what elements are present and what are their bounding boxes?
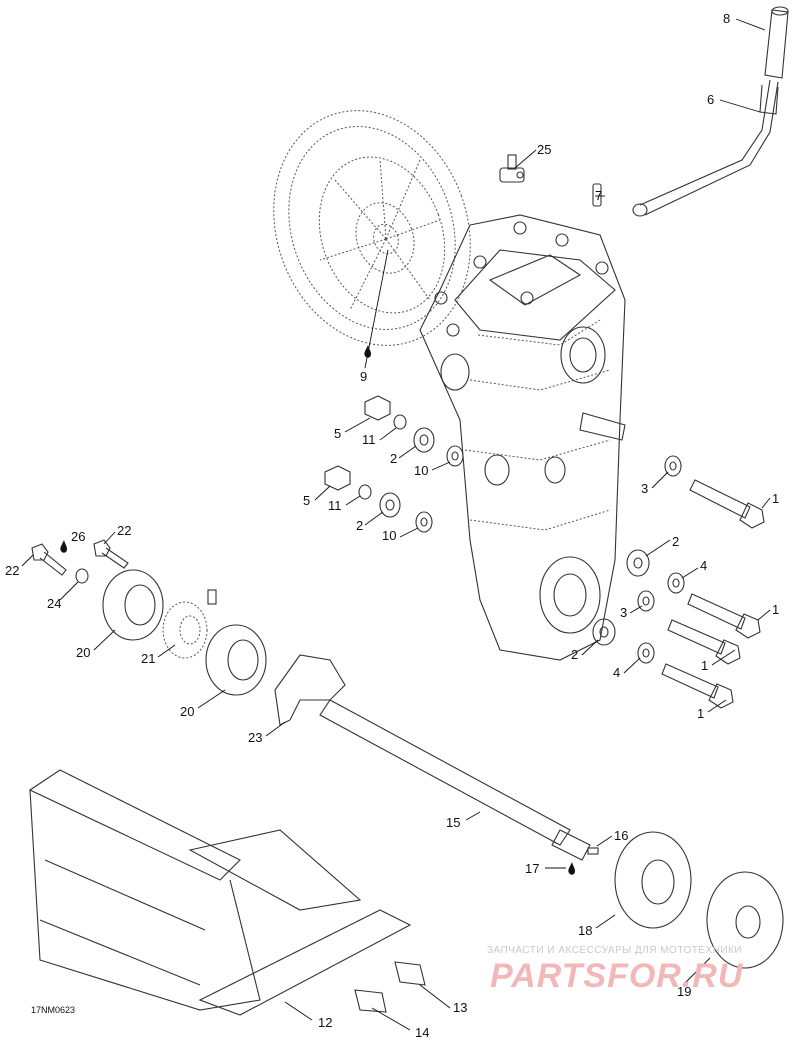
callout-20: 20 xyxy=(76,645,90,660)
chaincase-housing xyxy=(419,214,626,661)
lever-handle xyxy=(764,6,789,79)
callout-3: 3 xyxy=(641,481,648,496)
callout-14: 14 xyxy=(415,1025,429,1040)
callout-labels: 8 6 25 7 9 5 11 2 10 3 1 5 11 2 10 2 4 1… xyxy=(5,11,779,1040)
washer-10-upper xyxy=(446,445,464,467)
callout-11: 11 xyxy=(362,432,376,447)
bolt-22-right xyxy=(93,539,129,569)
callout-2: 2 xyxy=(571,647,578,662)
leader-lines xyxy=(21,18,771,1031)
callout-24: 24 xyxy=(47,596,61,611)
callout-18: 18 xyxy=(578,923,592,938)
grease-fitting xyxy=(207,589,217,605)
bolt-22-left xyxy=(31,543,67,576)
callout-13: 13 xyxy=(453,1000,467,1015)
driven-pulley xyxy=(273,110,471,346)
nut-5-lower xyxy=(324,465,351,491)
washer-2-right-lower xyxy=(592,618,616,646)
washer-24 xyxy=(75,568,89,584)
callout-1: 1 xyxy=(772,491,779,506)
bearing-21 xyxy=(162,601,208,659)
callout-4: 4 xyxy=(613,665,620,680)
bolt-1-d xyxy=(661,663,734,709)
callout-2: 2 xyxy=(672,534,679,549)
washer-3-upper xyxy=(664,455,682,477)
bracket-23 xyxy=(274,654,346,726)
watermark-logo: PARTSFOR.RU xyxy=(490,957,744,995)
oil-drop-icon-9 xyxy=(364,345,371,358)
bolt-1-a xyxy=(689,479,765,529)
callout-10: 10 xyxy=(382,528,396,543)
callout-16: 16 xyxy=(614,828,628,843)
callout-1: 1 xyxy=(772,602,779,617)
callout-7: 7 xyxy=(595,188,602,203)
oring-11-lower xyxy=(358,484,372,500)
callout-2: 2 xyxy=(390,451,397,466)
callout-21: 21 xyxy=(141,651,155,666)
washer-4-lower xyxy=(637,642,655,664)
callout-15: 15 xyxy=(446,815,460,830)
washer-10-lower xyxy=(415,511,433,533)
bearing-flange-20-a xyxy=(102,569,164,641)
washer-2-lower xyxy=(379,492,401,518)
callout-22: 22 xyxy=(5,563,19,578)
diagram-reference-code: 17NM0623 xyxy=(31,1005,76,1015)
callout-20: 20 xyxy=(180,704,194,719)
slider-14 xyxy=(354,989,387,1013)
bearing-flange-20-b xyxy=(205,624,267,696)
callout-8: 8 xyxy=(723,11,730,26)
callout-1: 1 xyxy=(697,706,704,721)
washer-4-upper xyxy=(667,572,685,594)
slider-13 xyxy=(394,961,426,986)
callout-22: 22 xyxy=(117,523,131,538)
bolt-1-c xyxy=(667,619,741,665)
callout-1: 1 xyxy=(701,658,708,673)
callout-23: 23 xyxy=(248,730,262,745)
callout-17: 17 xyxy=(525,861,539,876)
track-12 xyxy=(28,769,412,1016)
callout-5: 5 xyxy=(334,426,341,441)
drive-shaft-15 xyxy=(319,699,591,861)
callout-11: 11 xyxy=(328,498,342,513)
washer-2-right xyxy=(626,549,650,577)
watermark-caption: ЗАПЧАСТИ И АКСЕССУАРЫ ДЛЯ МОТОТЕХНИКИ xyxy=(487,945,743,956)
bracket-25 xyxy=(499,154,525,183)
callout-6: 6 xyxy=(707,92,714,107)
callout-4: 4 xyxy=(700,558,707,573)
sprocket-19 xyxy=(706,871,784,969)
shift-lever xyxy=(632,79,779,217)
callout-5: 5 xyxy=(303,493,310,508)
callout-19: 19 xyxy=(677,984,691,999)
callout-9: 9 xyxy=(360,369,367,384)
callout-10: 10 xyxy=(414,463,428,478)
callout-3: 3 xyxy=(620,605,627,620)
callout-2: 2 xyxy=(356,518,363,533)
nut-5-upper xyxy=(364,395,391,421)
oil-drop-icon-26 xyxy=(60,540,67,553)
dowel-pin-7 xyxy=(592,183,602,207)
callout-25: 25 xyxy=(537,142,551,157)
bolt-1-b xyxy=(687,593,761,639)
washer-3-lower xyxy=(637,590,655,612)
callout-26: 26 xyxy=(71,529,85,544)
washer-2-upper xyxy=(413,427,435,453)
callout-12: 12 xyxy=(318,1015,332,1030)
oring-11-upper xyxy=(393,414,407,430)
oil-drop-icon-17 xyxy=(568,862,575,875)
sprocket-18 xyxy=(614,831,692,929)
grease-fitting-16 xyxy=(587,847,599,855)
